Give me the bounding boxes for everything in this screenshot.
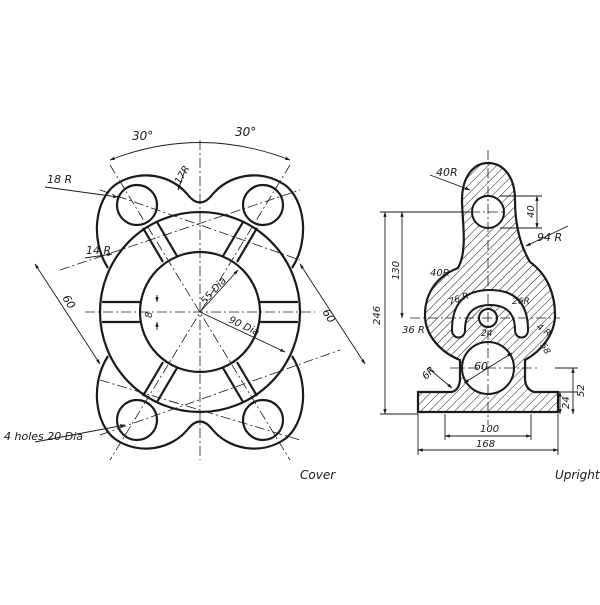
upright-caption: Upright: [555, 468, 600, 482]
dim-100-label: 100: [480, 424, 499, 435]
radius-14-label: 14 R: [86, 244, 111, 257]
radius-36-label: 36 R: [402, 325, 425, 336]
radius-18-label: 18 R: [47, 173, 72, 186]
holes-label: 4 holes 20 Dia: [4, 430, 83, 443]
cover-dimensions: [34, 142, 366, 443]
dim-246-label: 246: [372, 306, 383, 325]
radius-94-label: 94 R: [537, 231, 562, 244]
cover-labels: 30° 30° 18 R 17R 14 R 60 60 55 Dia 90 Di…: [4, 125, 338, 482]
dim-52-label: 52: [576, 384, 587, 397]
dim-130-label: 130: [391, 261, 402, 280]
angle-right-label: 30°: [235, 125, 256, 139]
upright-dimensions: [380, 174, 578, 455]
dia-90-label: 90 Dia: [227, 315, 261, 339]
cover-view: 30° 30° 18 R 17R 14 R 60 60 55 Dia 90 Di…: [4, 125, 366, 482]
upright-labels: 40R 40 94 R 130 246 40R 76 R 26R 36 R 4 …: [372, 166, 600, 482]
radius-26-label: 26R: [512, 297, 530, 307]
radius-6-label: 6R: [420, 365, 437, 382]
upright-view: 40R 40 94 R 130 246 40R 76 R 26R 36 R 4 …: [372, 150, 600, 482]
radius-17-label: 17R: [173, 164, 192, 187]
dia-60-label: 60: [474, 360, 488, 373]
dim-60-left-label: 60: [59, 293, 78, 312]
rib-8-label: 8: [144, 312, 155, 318]
slot-24-label: 24: [481, 329, 493, 339]
angle-left-label: 30°: [132, 129, 153, 143]
dim-40-label: 40: [526, 205, 537, 218]
radius-40-mid-label: 40R: [430, 268, 450, 279]
dim-60-right-label: 60: [319, 307, 338, 326]
dim-24-base-label: 24: [561, 396, 572, 409]
radius-40-top-label: 40R: [436, 166, 458, 179]
cover-caption: Cover: [300, 468, 336, 482]
dim-168-label: 168: [476, 439, 495, 450]
dia-55-label: 55 Dia: [199, 275, 229, 307]
